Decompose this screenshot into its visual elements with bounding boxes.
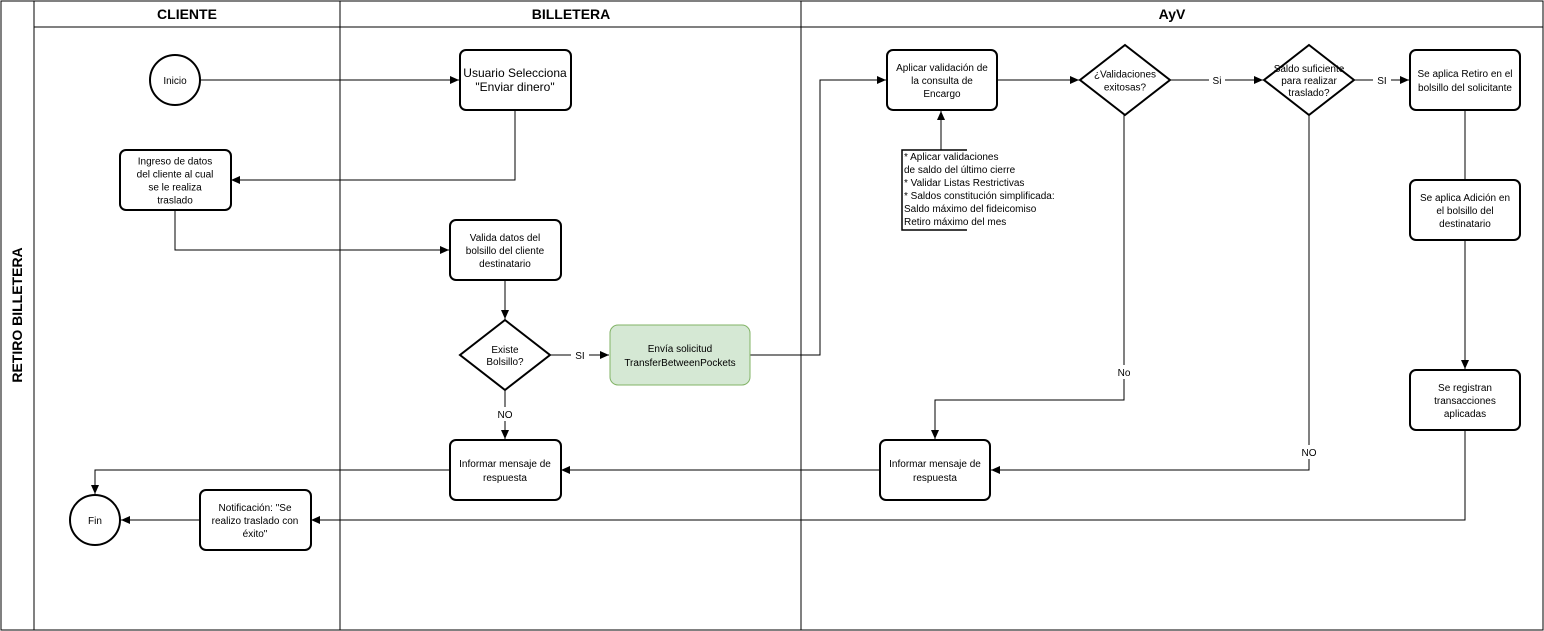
fin-node: Fin	[69, 494, 121, 546]
label-no-saldo: NO	[1302, 448, 1317, 459]
node-text-line: realizo traslado con	[212, 516, 299, 527]
aplica-adicion-node: Se aplica Adición en el bolsillo del desti…	[1409, 179, 1521, 241]
node-text-line: transacciones	[1434, 396, 1496, 407]
node-text-line: Bolsillo?	[486, 357, 524, 368]
lane-title-billetera: BILLETERA	[532, 6, 611, 22]
node-text-line: Informar mensaje de	[459, 459, 551, 470]
edge-validaciones-no	[931, 115, 1125, 439]
node-text-line: * Aplicar validaciones	[904, 152, 999, 163]
label-no-existe: NO	[498, 410, 513, 421]
node-text-line: Se aplica Adición en	[1420, 193, 1510, 204]
node-text-line: Fin	[88, 516, 102, 527]
node-text-line: la consulta de	[911, 76, 973, 87]
registran-transacciones-node: Se registran transacciones aplicadas	[1409, 369, 1521, 431]
svg-text:Usuario Selecciona"Enviar dine: Usuario Selecciona"Enviar dinero"	[463, 66, 567, 94]
edge-usuario-ingreso	[231, 110, 516, 184]
aplicar-validacion-node: Aplicar validación de la consulta de Encar…	[886, 49, 998, 111]
usuario-selecciona-node: Usuario Selecciona"Enviar dinero"	[459, 49, 572, 111]
edge-informar-fin	[91, 469, 450, 494]
label-no-validaciones: No	[1118, 368, 1131, 379]
node-text-line: Informar mensaje de	[889, 459, 981, 470]
node-text-line: exitosas?	[1104, 83, 1147, 94]
label-si-saldo: SI	[1377, 76, 1386, 87]
node-text-line: Ingreso de datos	[138, 157, 213, 168]
node-text-line: Envía solicitud	[648, 344, 712, 355]
node-text-line: aplicadas	[1444, 409, 1486, 420]
informar-mensaje-billetera-node: Informar mensaje de respuesta	[449, 439, 562, 501]
edge-registran-notificacion	[311, 430, 1466, 524]
node-text-line: el bolsillo del	[1436, 206, 1493, 217]
validaciones-exitosas-decision: ¿Validaciones exitosas?	[1078, 43, 1172, 117]
node-text-line: para realizar	[1281, 76, 1337, 87]
node-text-line: Notificación: "Se	[218, 503, 291, 514]
node-text-line: Saldo máximo del fideicomiso	[904, 204, 1037, 215]
node-text-line: de saldo del último cierre	[904, 165, 1016, 176]
svg-text:Fin: Fin	[88, 516, 102, 527]
node-text-line: traslado?	[1288, 88, 1330, 99]
node-text-line: destinatario	[479, 259, 531, 270]
node-text-line: bolsillo del solicitante	[1418, 83, 1512, 94]
node-text-line: Existe	[491, 345, 519, 356]
node-text-line: Saldo suficiente	[1274, 64, 1345, 75]
validation-annotation: * Aplicar validaciones de saldo del últim…	[901, 149, 1055, 231]
node-text-line: Valida datos del	[470, 233, 540, 244]
node-text-line: se le realiza	[148, 183, 202, 194]
ingreso-datos-node: Ingreso de datos del cliente al cual se le…	[119, 149, 232, 211]
node-text-line: destinatario	[1439, 219, 1491, 230]
node-text-line: Encargo	[923, 89, 961, 100]
informar-mensaje-ayv-node: Informar mensaje de respuesta	[879, 439, 991, 501]
node-text-line: * Saldos constitución simplificada:	[904, 191, 1055, 202]
edge-envia-aplicar	[750, 76, 886, 356]
connectors	[91, 76, 1469, 524]
lane-title-cliente: CLIENTE	[157, 6, 217, 22]
node-text-line: Aplicar validación de	[896, 63, 988, 74]
inicio-node: Inicio	[149, 54, 201, 106]
node-text-line: Se registran	[1438, 383, 1492, 394]
node-text-line: * Validar Listas Restrictivas	[904, 178, 1024, 189]
edge-saldo-no	[991, 115, 1310, 474]
node-text-line: ¿Validaciones	[1094, 70, 1156, 81]
edge-ingreso-valida	[174, 210, 449, 254]
node-text-line: Inicio	[163, 76, 187, 87]
valida-datos-node: Valida datos del bolsillo del cliente dest…	[449, 219, 562, 281]
node-text-line: Retiro máximo del mes	[904, 217, 1006, 228]
node-text-line: traslado	[157, 196, 193, 207]
node-text-line: Usuario Selecciona	[463, 66, 567, 80]
node-text-line: bolsillo del cliente	[466, 246, 545, 257]
lane-title-ayv: AyV	[1159, 6, 1186, 22]
svg-text:Inicio: Inicio	[163, 76, 187, 87]
node-text-line: Se aplica Retiro en el	[1417, 69, 1512, 80]
notificacion-node: Notificación: "Se realizo traslado con éxi…	[199, 489, 312, 551]
node-text-line: respuesta	[913, 473, 957, 484]
label-si-existe: SI	[575, 351, 584, 362]
node-text-line: TransferBetweenPockets	[624, 358, 735, 369]
pool-title: RETIRO BILLETERA	[9, 247, 25, 382]
node-text-line: respuesta	[483, 473, 527, 484]
label-si-validaciones: Si	[1213, 76, 1222, 87]
node-text-line: del cliente al cual	[137, 170, 214, 181]
aplica-retiro-node: Se aplica Retiro en el bolsillo del solic…	[1409, 49, 1521, 111]
node-text-line: éxito"	[243, 529, 268, 540]
node-text-line: "Enviar dinero"	[475, 80, 554, 94]
